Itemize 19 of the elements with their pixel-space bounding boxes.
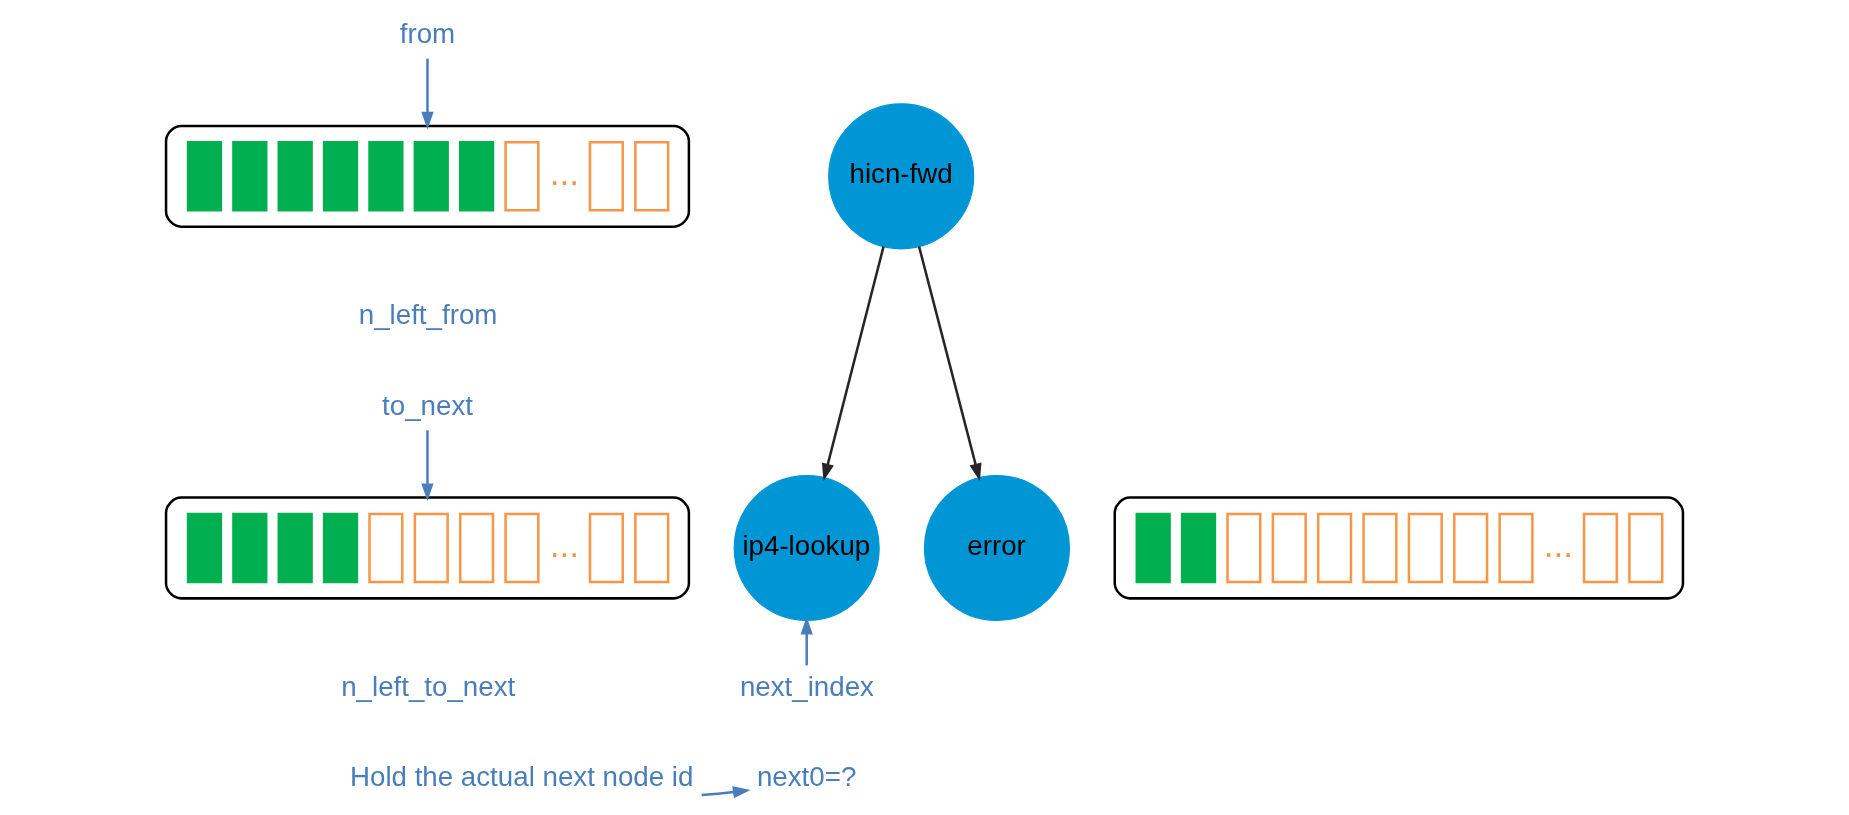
arrow — [821, 246, 885, 482]
arrow — [800, 616, 813, 666]
label: n_left_from — [358, 298, 498, 330]
node-box: ... — [1113, 496, 1685, 600]
node-circle: ip4-lookup — [733, 474, 880, 622]
arrow — [421, 58, 434, 130]
node-circle: error — [923, 474, 1071, 622]
arrow — [917, 246, 982, 482]
node-box: ... — [164, 496, 691, 600]
node-circle: hicn-fwd — [828, 103, 975, 250]
node-text: to_next — [382, 389, 473, 421]
node-text: from — [399, 17, 456, 49]
node-box: ... — [164, 124, 691, 228]
node-text: Hold the actual next node id — [349, 761, 694, 793]
arrow — [701, 786, 751, 799]
node-text: next_index — [739, 670, 874, 702]
label: n_left_to_next — [341, 670, 516, 702]
arrow — [421, 430, 434, 502]
node-text: next0=? — [756, 761, 857, 793]
